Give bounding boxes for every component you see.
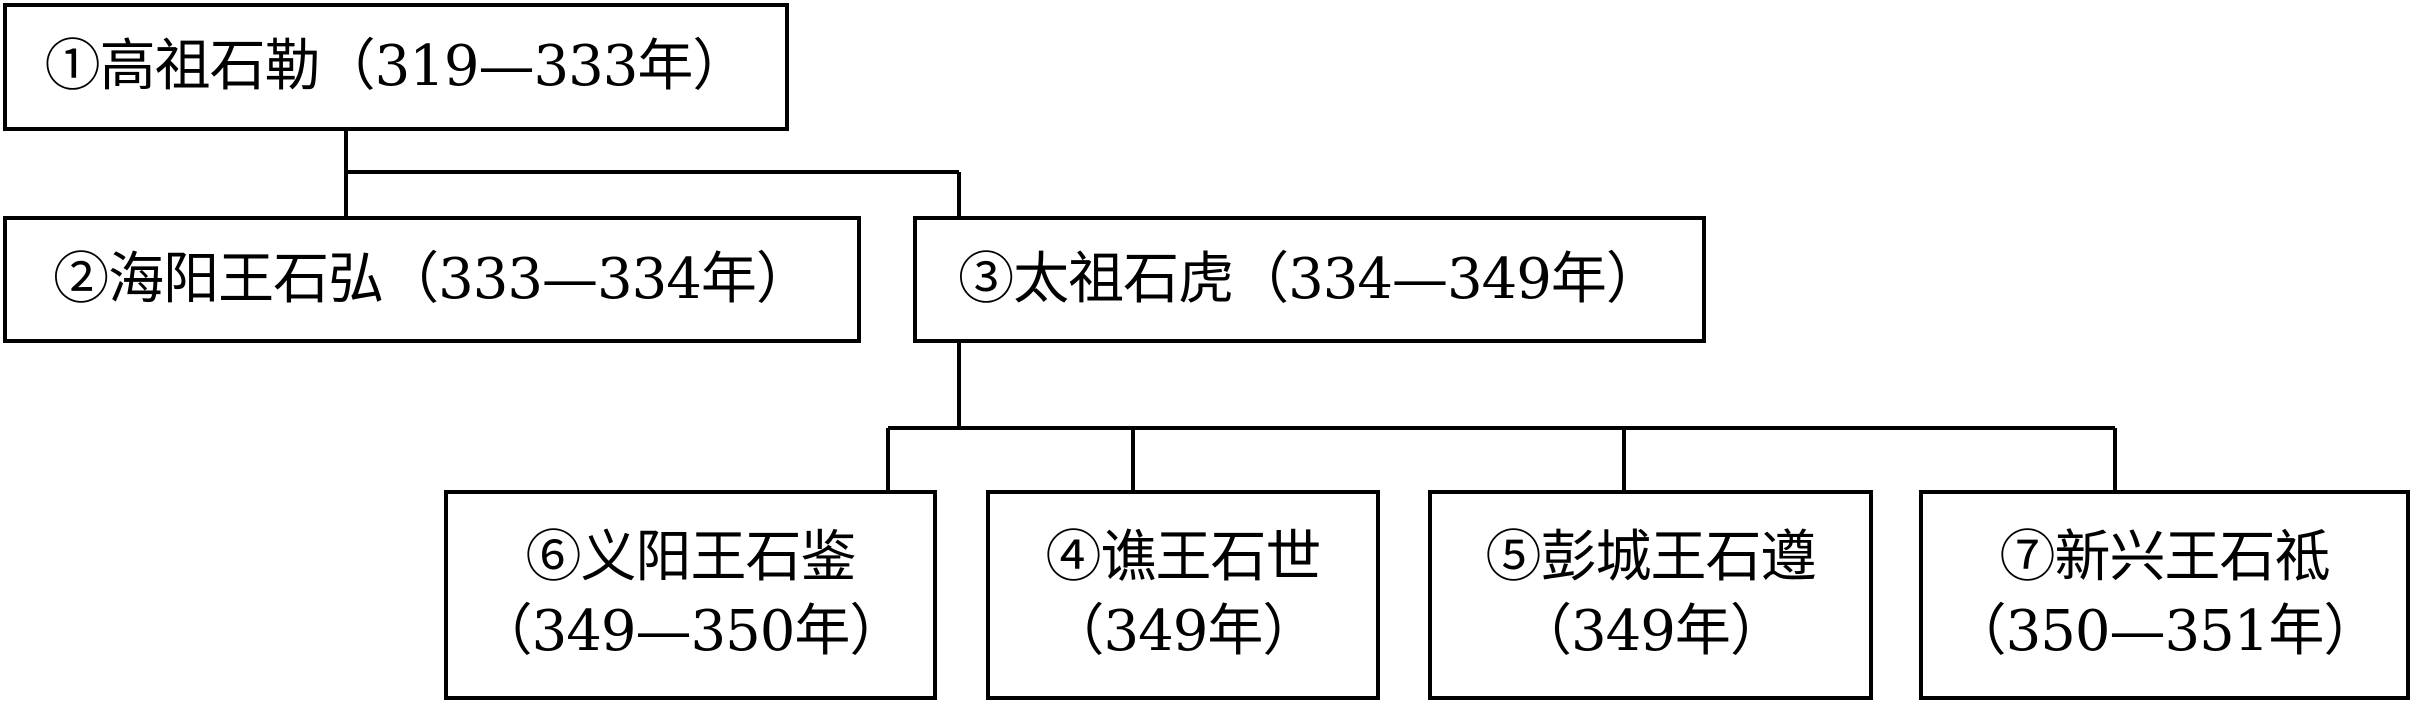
- node-qiao-shi-shi: ④谯王石世 （349年）: [986, 490, 1380, 700]
- node-line: ①高祖石勒（319—333年）: [44, 30, 749, 104]
- node-gaozu-shi-le: ①高祖石勒（319—333年）: [3, 3, 789, 131]
- node-taizu-shi-hu: ③太祖石虎（334—349年）: [913, 216, 1706, 343]
- node-years: （349年）: [1048, 599, 1319, 664]
- node-yiyang-shi-jian: ⑥义阳王石鉴 （349—350年）: [444, 490, 937, 700]
- node-years: （350—351年）: [1950, 599, 2380, 664]
- node-line: ②海阳王石弘（333—334年）: [53, 243, 812, 317]
- node-line: ③太祖石虎（334—349年）: [958, 243, 1662, 317]
- node-name: ⑥义阳王石鉴: [525, 525, 857, 590]
- node-years: （334—349年）: [1233, 246, 1662, 312]
- node-name: ⑤彭城王石遵: [1485, 525, 1817, 590]
- node-xinxing-shi-zhi: ⑦新兴王石祗 （350—351年）: [1919, 490, 2410, 700]
- node-years: （349年）: [1516, 599, 1786, 664]
- node-haiyang-shi-hong: ②海阳王石弘（333—334年）: [3, 216, 861, 343]
- node-name: ④谯王石世: [1045, 525, 1322, 590]
- node-years: （349—350年）: [476, 599, 906, 664]
- node-years: （333—334年）: [383, 246, 812, 312]
- node-pengcheng-shi-zun: ⑤彭城王石遵 （349年）: [1428, 490, 1873, 700]
- node-name: ③太祖石虎: [958, 246, 1234, 312]
- node-years: （319—333年）: [319, 34, 749, 99]
- node-name: ②海阳王石弘: [53, 246, 384, 312]
- node-name: ①高祖石勒: [44, 34, 321, 99]
- node-name: ⑦新兴王石祗: [1999, 525, 2331, 590]
